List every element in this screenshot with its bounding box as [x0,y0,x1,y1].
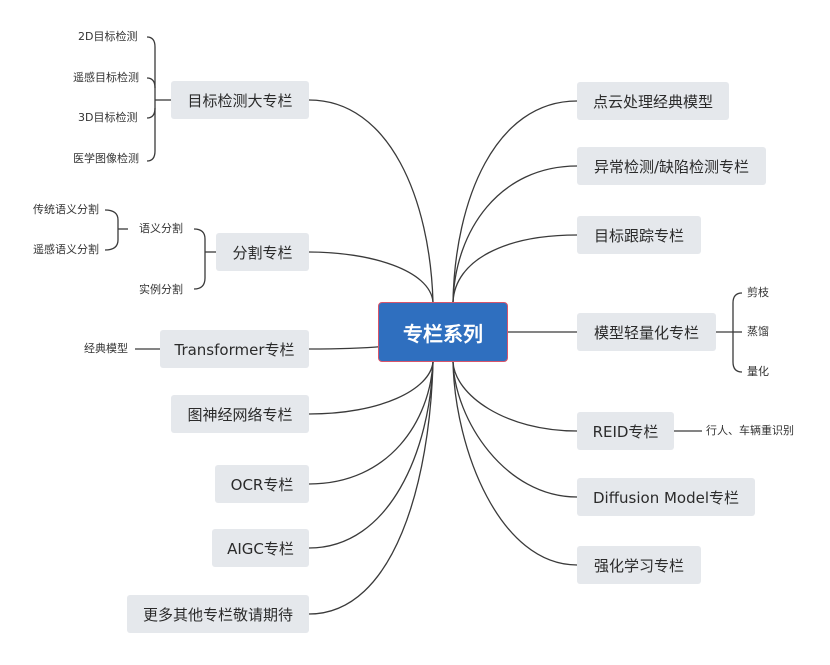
subtopic-quantization[interactable]: 量化 [747,365,769,378]
topic-transformer[interactable]: Transformer专栏 [160,330,309,368]
topic-reinforcement-learning[interactable]: 强化学习专栏 [577,546,701,584]
subtopic-3d-detection[interactable]: 3D目标检测 [78,111,138,124]
subtopic-person-vehicle-reid[interactable]: 行人、车辆重识别 [706,424,794,437]
topic-tracking[interactable]: 目标跟踪专栏 [577,216,701,254]
subtopic-remote-detection[interactable]: 遥感目标检测 [73,71,139,84]
subtopic-traditional-semantic-seg[interactable]: 传统语义分割 [33,203,99,216]
topic-anomaly-detection[interactable]: 异常检测/缺陷检测专栏 [577,147,766,185]
topic-ocr[interactable]: OCR专栏 [215,465,309,503]
center-topic[interactable]: 专栏系列 [378,302,508,362]
topic-point-cloud[interactable]: 点云处理经典模型 [577,82,729,120]
subtopic-semantic-seg[interactable]: 语义分割 [139,222,183,235]
subtopic-2d-detection[interactable]: 2D目标检测 [78,30,138,43]
topic-lightweight[interactable]: 模型轻量化专栏 [577,313,716,351]
topic-reid[interactable]: REID专栏 [577,412,674,450]
subtopic-distillation[interactable]: 蒸馏 [747,325,769,338]
subtopic-instance-seg[interactable]: 实例分割 [139,283,183,296]
subtopic-classic-models[interactable]: 经典模型 [84,342,128,355]
topic-gnn[interactable]: 图神经网络专栏 [171,395,309,433]
topic-segmentation[interactable]: 分割专栏 [216,233,309,271]
subtopic-medical-detection[interactable]: 医学图像检测 [73,152,139,165]
subtopic-remote-semantic-seg[interactable]: 遥感语义分割 [33,243,99,256]
topic-more[interactable]: 更多其他专栏敬请期待 [127,595,309,633]
subtopic-pruning[interactable]: 剪枝 [747,286,769,299]
topic-aigc[interactable]: AIGC专栏 [212,529,309,567]
topic-diffusion[interactable]: Diffusion Model专栏 [577,478,755,516]
topic-object-detection[interactable]: 目标检测大专栏 [171,81,309,119]
